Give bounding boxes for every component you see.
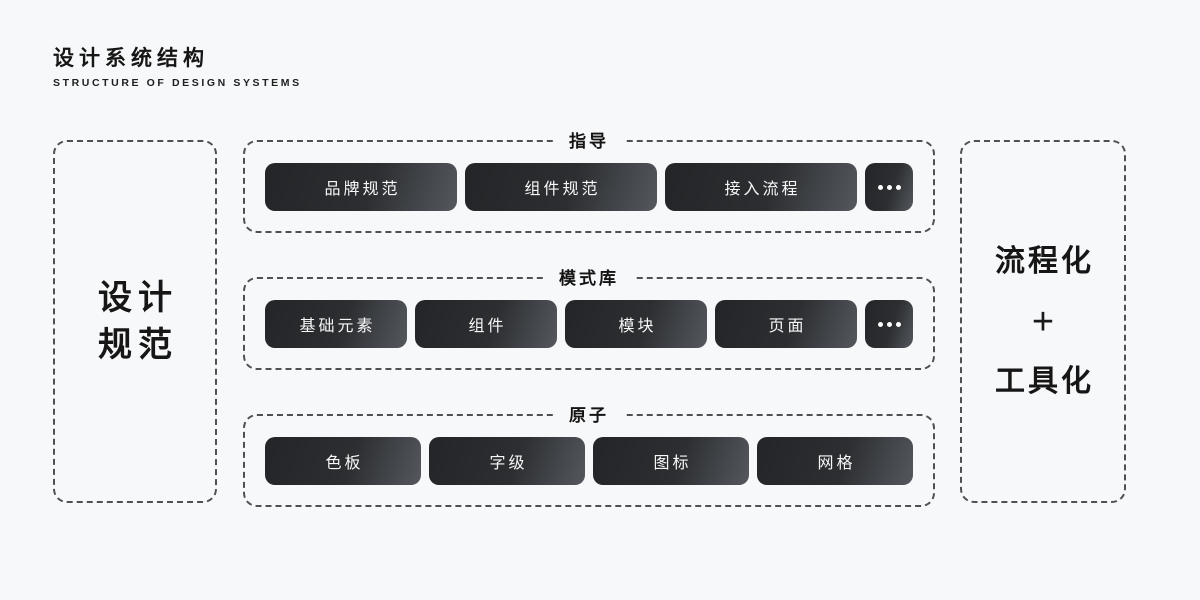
section-pattern-library: 模式库基础元素组件模块页面 — [243, 267, 935, 370]
chip-row: 色板字级图标网格 — [265, 437, 913, 485]
section-label: 模式库 — [543, 267, 635, 290]
more-button[interactable] — [865, 300, 913, 348]
chip-button[interactable]: 网格 — [757, 437, 913, 485]
tooling-label: 工具化 — [995, 364, 1094, 398]
design-spec-label-line1: 设计 — [98, 278, 178, 317]
section-label: 指导 — [553, 130, 625, 153]
section-label: 原子 — [553, 404, 625, 427]
sections-column: 指导品牌规范组件规范接入流程模式库基础元素组件模块页面原子色板字级图标网格 — [243, 130, 935, 551]
chip-button[interactable]: 基础元素 — [265, 300, 407, 348]
ellipsis-icon — [886, 321, 892, 327]
page-title: 设计系统结构 — [53, 47, 209, 70]
ellipsis-icon — [877, 321, 883, 327]
header: 设计系统结构 STRUCTURE OF DESIGN SYSTEMS — [53, 42, 302, 89]
chip-row: 基础元素组件模块页面 — [265, 300, 913, 348]
chip-row: 品牌规范组件规范接入流程 — [265, 163, 913, 211]
more-button[interactable] — [865, 163, 913, 211]
chip-button[interactable]: 品牌规范 — [265, 163, 457, 211]
page-subtitle: STRUCTURE OF DESIGN SYSTEMS — [53, 77, 302, 89]
ellipsis-icon — [895, 184, 901, 190]
chip-button[interactable]: 页面 — [715, 300, 857, 348]
chip-button[interactable]: 图标 — [593, 437, 749, 485]
chip-button[interactable]: 接入流程 — [665, 163, 857, 211]
chip-button[interactable]: 字级 — [429, 437, 585, 485]
process-tooling-panel: 流程化 + 工具化 — [960, 140, 1126, 503]
plus-icon: + — [1031, 300, 1055, 343]
ellipsis-icon — [886, 184, 892, 190]
chip-button[interactable]: 组件规范 — [465, 163, 657, 211]
design-spec-label-line2: 规范 — [98, 325, 178, 364]
chip-button[interactable]: 色板 — [265, 437, 421, 485]
ellipsis-icon — [895, 321, 901, 327]
process-label: 流程化 — [995, 244, 1094, 278]
design-spec-panel: 设计 规范 — [53, 140, 217, 503]
chip-button[interactable]: 组件 — [415, 300, 557, 348]
section-atoms: 原子色板字级图标网格 — [243, 404, 935, 507]
section-guidance: 指导品牌规范组件规范接入流程 — [243, 130, 935, 233]
ellipsis-icon — [877, 184, 883, 190]
chip-button[interactable]: 模块 — [565, 300, 707, 348]
